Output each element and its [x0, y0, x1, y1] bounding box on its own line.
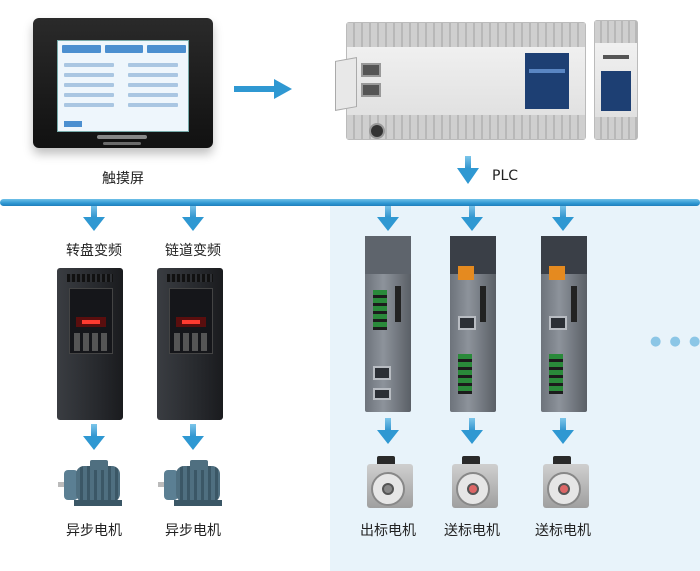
servo-brand-label [395, 286, 401, 322]
servo-drive-top [365, 236, 411, 274]
plc-bottom-terminals [347, 115, 585, 139]
async-motor-1-label: 异步电机 [66, 523, 122, 539]
servo-motor-shaft [382, 483, 394, 495]
servo-terminal-block [458, 354, 472, 394]
servo-power-terminal [549, 266, 565, 280]
plc-ethernet-port [361, 83, 381, 97]
expansion-brand-logo [603, 55, 629, 59]
plc-to-bus-arrow [457, 156, 479, 184]
servo-brand-label [480, 286, 486, 322]
servo-motor-shaft [558, 483, 570, 495]
bus-to-inverter-2-arrow [182, 205, 204, 231]
servo-motor-shaft [467, 483, 479, 495]
hmi-screen-tabs [62, 45, 187, 53]
motor-front-cover [164, 470, 178, 500]
async-motor-2 [158, 460, 228, 506]
inverter-keypad [69, 288, 113, 354]
servo-motor-3-label: 送标电机 [535, 523, 591, 539]
servo-motor-connector [553, 456, 571, 466]
inverter-display [76, 317, 106, 327]
plc-ethernet-port [361, 63, 381, 77]
inverter-2-device [157, 268, 223, 420]
inverter-vent [167, 274, 213, 282]
servo-motor-connector [462, 456, 480, 466]
inverter-display [176, 317, 206, 327]
servo-terminal-block [373, 290, 387, 330]
servo-motor-1 [361, 456, 415, 508]
plc-device [335, 22, 586, 140]
servo-motor-2-label: 送标电机 [444, 523, 500, 539]
hmi-brand-sublogo [103, 142, 141, 145]
inverter-2-to-motor-arrow [182, 424, 204, 450]
plc-status-led [529, 69, 565, 73]
motor-shaft [158, 482, 166, 487]
inverter-vent [67, 274, 113, 282]
expansion-top-terminals [595, 21, 637, 43]
motor-body [176, 466, 220, 502]
more-devices-indicator: ● ● ● [650, 334, 700, 349]
expansion-bottom-terminals [595, 117, 637, 139]
servo-ethernet-port [549, 316, 567, 330]
motor-terminal-box [190, 460, 208, 470]
hmi-screen [57, 40, 189, 132]
servo-terminal-block [549, 354, 563, 394]
motor-front-cover [64, 470, 78, 500]
servo-motor-2 [446, 456, 500, 508]
inverter-keys [74, 333, 108, 351]
servo-drive-2 [450, 236, 496, 412]
servo-1-to-motor-arrow [377, 418, 399, 444]
servo-2-to-motor-arrow [461, 418, 483, 444]
inverter-1-to-motor-arrow [83, 424, 105, 450]
motor-base [74, 500, 122, 506]
servo-drive-3 [541, 236, 587, 412]
expansion-status-panel [601, 71, 631, 111]
servo-ethernet-port [373, 366, 391, 380]
hmi-brand-logo [97, 135, 147, 139]
servo-drive-1 [365, 236, 411, 412]
servo-motor-1-label: 出标电机 [360, 523, 416, 539]
hmi-screen-button [64, 121, 82, 127]
hmi-device [33, 18, 213, 148]
plc-expansion-module [594, 20, 638, 140]
servo-ethernet-port [458, 316, 476, 330]
servo-motor-3 [537, 456, 591, 508]
inverter-1-device [57, 268, 123, 420]
communication-bus [0, 199, 700, 206]
motor-base [174, 500, 222, 506]
plc-top-terminals [347, 23, 585, 47]
async-motor-2-label: 异步电机 [165, 523, 221, 539]
plc-port-cover [335, 57, 357, 111]
inverter-keys [174, 333, 208, 351]
servo-motor-connector [377, 456, 395, 466]
servo-3-to-motor-arrow [552, 418, 574, 444]
servo-brand-label [571, 286, 577, 322]
plc-serial-port [369, 123, 385, 139]
inverter-1-label: 转盘变频 [66, 243, 122, 259]
async-motor-1 [58, 460, 128, 506]
bus-to-servo-3-arrow [552, 205, 574, 231]
plc-label: PLC [492, 168, 519, 184]
motor-shaft [58, 482, 66, 487]
hmi-label: 触摸屏 [102, 171, 144, 187]
bus-to-servo-2-arrow [461, 205, 483, 231]
inverter-keypad [169, 288, 213, 354]
bus-to-servo-1-arrow [377, 205, 399, 231]
bus-to-inverter-1-arrow [83, 205, 105, 231]
servo-power-terminal [458, 266, 474, 280]
motor-terminal-box [90, 460, 108, 470]
servo-encoder-port [373, 388, 391, 400]
motor-body [76, 466, 120, 502]
hmi-to-plc-arrow [234, 79, 292, 99]
inverter-2-label: 链道变频 [165, 243, 221, 259]
plc-status-panel [525, 53, 569, 109]
